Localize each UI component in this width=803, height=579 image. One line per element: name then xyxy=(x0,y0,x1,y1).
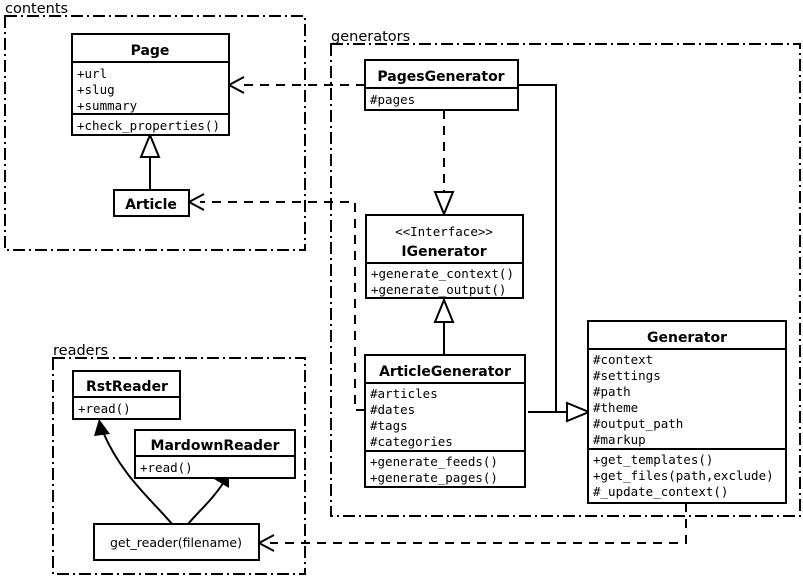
class-igenerator-stereotype: <<Interface>> xyxy=(395,224,493,239)
class-rst-reader-method-0: +read() xyxy=(78,401,131,416)
class-generator-title: Generator xyxy=(647,330,727,346)
package-label-readers: readers xyxy=(53,343,108,359)
class-article-generator-attr-0: #articles xyxy=(370,386,438,401)
class-generator-attr-4: #output_path xyxy=(593,416,683,431)
package-readers-border xyxy=(52,357,306,575)
class-mardown-reader-method-0: +read() xyxy=(140,460,193,475)
relation-get-reader-creates-rstreader xyxy=(94,419,173,525)
package-contents-border xyxy=(4,15,306,251)
class-article-generator-attr-3: #categories xyxy=(370,434,453,449)
class-article-title: Article xyxy=(125,197,177,213)
class-generator-attr-2: #path xyxy=(593,384,631,399)
relation-generators-inherit-generator xyxy=(518,84,592,423)
class-article[interactable]: Article xyxy=(113,189,190,217)
class-page-method-0: +check_properties() xyxy=(77,118,220,133)
class-article-generator-method-0: +generate_feeds() xyxy=(370,454,498,469)
relation-article-inherits-page xyxy=(139,132,161,190)
class-igenerator-title: IGenerator xyxy=(401,244,486,260)
class-generator-method-2: #_update_context() xyxy=(593,484,728,499)
class-article-generator-attr-2: #tags xyxy=(370,418,408,433)
relation-articlegenerator-realizes-igenerator xyxy=(433,297,455,355)
class-article-generator-method-1: +generate_pages() xyxy=(370,470,498,485)
class-rst-reader-title: RstReader xyxy=(86,379,168,395)
package-label-generators: generators xyxy=(331,29,410,45)
class-page-attr-0: +url xyxy=(77,66,107,81)
package-generators-border xyxy=(330,43,801,517)
class-generator-attr-3: #theme xyxy=(593,400,638,415)
relation-generator-uses-get-reader xyxy=(256,503,687,552)
class-generator-attr-0: #context xyxy=(593,352,653,367)
class-page-attr-2: +summary xyxy=(77,98,138,113)
class-mardown-reader[interactable]: MardownReader +read() xyxy=(134,429,296,479)
class-mardown-reader-title: MardownReader xyxy=(151,438,280,454)
class-article-generator[interactable]: ArticleGenerator #articles #dates #tags … xyxy=(364,354,526,488)
class-page[interactable]: Page +url +slug +summary +check_properti… xyxy=(71,33,230,136)
function-get-reader-label: get_reader(filename) xyxy=(110,535,242,550)
class-rst-reader[interactable]: RstReader +read() xyxy=(72,370,181,420)
class-page-attr-1: +slug xyxy=(77,82,115,97)
class-igenerator-method-1: +generate_output() xyxy=(371,282,506,297)
function-get-reader[interactable]: get_reader(filename) xyxy=(93,523,260,561)
class-igenerator[interactable]: <<Interface>> IGenerator +generate_conte… xyxy=(365,214,524,299)
relation-pagesgenerator-uses-page xyxy=(226,76,365,94)
class-article-generator-title: ArticleGenerator xyxy=(379,364,511,380)
class-generator[interactable]: Generator #context #settings #path #them… xyxy=(587,320,787,504)
class-generator-method-1: +get_files(path,exclude) xyxy=(593,468,774,483)
relation-pagesgenerator-realizes-igenerator xyxy=(433,110,455,217)
class-pages-generator-title: PagesGenerator xyxy=(377,69,504,85)
relation-articlegenerator-uses-article xyxy=(186,193,365,411)
class-pages-generator-attr-0: #pages xyxy=(370,92,415,107)
package-label-contents: contents xyxy=(5,1,68,17)
class-page-title: Page xyxy=(131,43,170,59)
class-generator-attr-1: #settings xyxy=(593,368,661,383)
class-generator-attr-5: #markup xyxy=(593,432,646,447)
class-igenerator-method-0: +generate_context() xyxy=(371,266,514,281)
class-article-generator-attr-1: #dates xyxy=(370,402,415,417)
class-generator-method-0: +get_templates() xyxy=(593,452,713,467)
class-pages-generator[interactable]: PagesGenerator #pages xyxy=(364,59,519,111)
